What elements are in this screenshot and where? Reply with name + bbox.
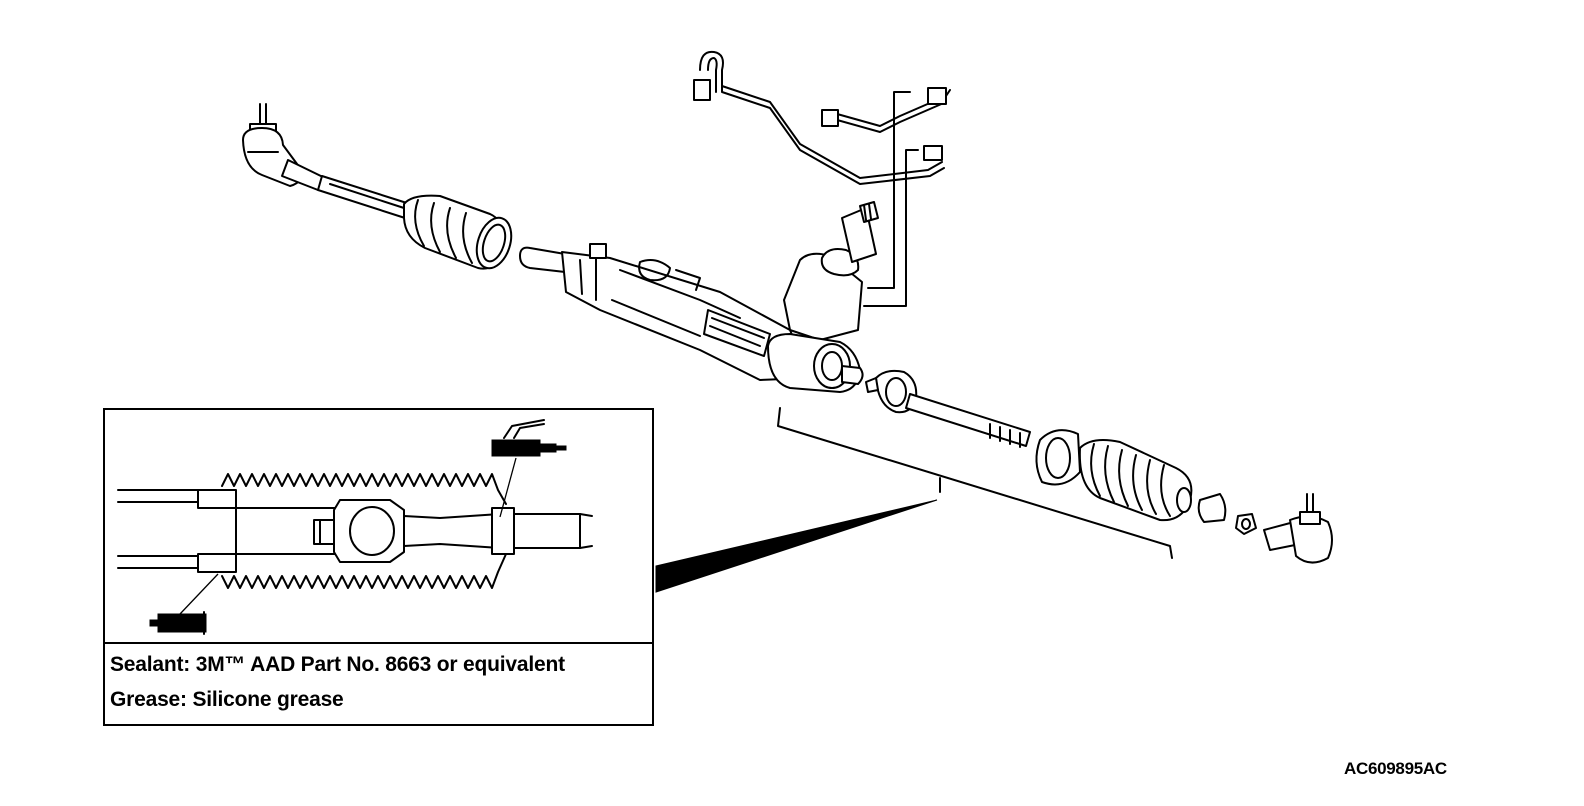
grease-gun-icon xyxy=(491,419,567,457)
legend-grease-text: Grease: Silicone grease xyxy=(110,688,344,711)
legend-sealant-text: Sealant: 3M™ AAD Part No. 8663 or equiva… xyxy=(110,653,565,676)
right-tie-rod-end xyxy=(1197,493,1333,564)
right-inner-tie-rod xyxy=(865,369,1031,448)
legend-divider xyxy=(103,642,654,644)
hydraulic-lines xyxy=(693,50,951,307)
left-tie-rod-end xyxy=(242,103,326,191)
left-tie-rod xyxy=(317,175,411,219)
inset-detail-frame xyxy=(103,408,654,726)
figure-reference-code: AC609895AC xyxy=(1344,759,1447,778)
left-boot xyxy=(403,194,513,270)
right-boot xyxy=(1035,429,1193,522)
inset-detail xyxy=(117,457,593,615)
sealant-tube-icon xyxy=(149,611,207,635)
pinion-valve-housing xyxy=(767,201,879,393)
rack-housing xyxy=(519,243,811,381)
detail-bracket xyxy=(655,407,1173,593)
